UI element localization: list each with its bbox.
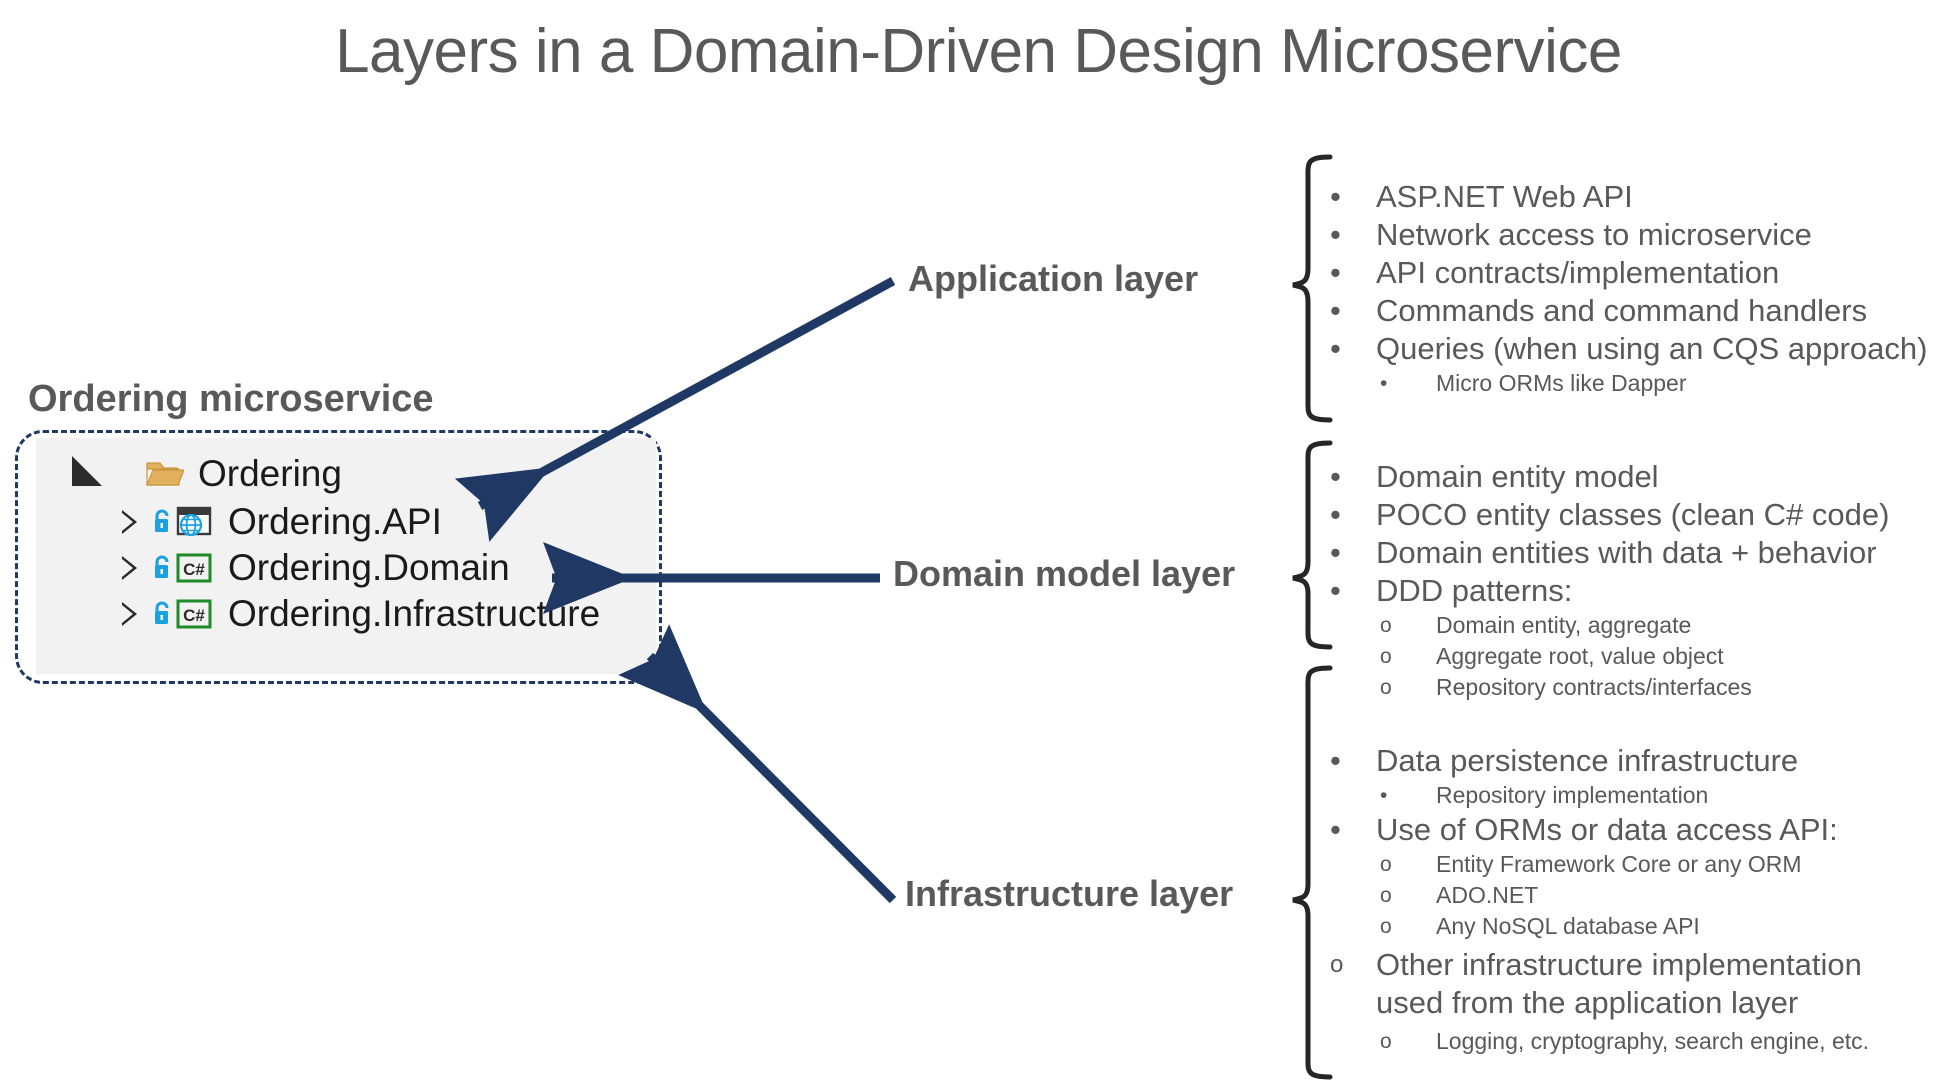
tree-item-ordering-domain[interactable]: C# Ordering.Domain — [120, 540, 510, 596]
bullet-marker: o — [1330, 951, 1344, 978]
bullet-list-domain-model: • Domain entity model • POCO entity clas… — [1330, 458, 1950, 703]
bullet-marker: o — [1380, 884, 1392, 907]
bullet-marker: o — [1380, 614, 1392, 637]
page-title: Layers in a Domain-Driven Design Microse… — [335, 17, 1622, 86]
bullet-marker: • — [1330, 255, 1341, 290]
csharp-project-icon: C# — [176, 551, 214, 585]
bullet-marker: • — [1330, 293, 1341, 328]
bullet-item: • API contracts/implementation — [1330, 254, 1950, 292]
bullet-text: ASP.NET Web API — [1376, 179, 1633, 214]
bullet-text: Domain entity model — [1376, 459, 1659, 494]
bullet-text: Logging, cryptography, search engine, et… — [1436, 1028, 1870, 1054]
tree-item-ordering[interactable]: Ordering — [72, 446, 342, 502]
tree-item-ordering-api[interactable]: Ordering.API — [120, 494, 442, 550]
bullet-marker: • — [1330, 497, 1341, 532]
brace-application-layer — [1292, 154, 1333, 423]
tree-item-label: Ordering.Infrastructure — [228, 593, 601, 634]
bullet-text: Other infrastructure implementation used… — [1376, 947, 1862, 1020]
bullet-text: Aggregate root, value object — [1436, 643, 1724, 669]
triangle-expanded-icon[interactable] — [72, 456, 102, 486]
bullet-text: Entity Framework Core or any ORM — [1436, 851, 1802, 877]
bullet-list-infrastructure: • Data persistence infrastructure • Repo… — [1330, 742, 1950, 1057]
bullet-text: Data persistence infrastructure — [1376, 743, 1799, 778]
folder-open-icon — [146, 457, 185, 491]
bullet-item: • DDD patterns: — [1330, 572, 1950, 610]
bullet-text: Use of ORMs or data access API: — [1376, 812, 1838, 847]
bullet-text: API contracts/implementation — [1376, 255, 1780, 290]
bullet-text: DDD patterns: — [1376, 573, 1573, 608]
bullet-text: Queries (when using an CQS approach) — [1376, 331, 1928, 366]
bullet-item: • Data persistence infrastructure — [1330, 742, 1950, 780]
bullet-item: • Network access to microservice — [1330, 216, 1950, 254]
web-api-project-icon — [176, 505, 214, 539]
arrow-to-ordering-infrastructure — [618, 624, 897, 904]
lock-icon — [152, 600, 172, 628]
bullet-marker: o — [1380, 1030, 1392, 1053]
brace-domain-model-layer — [1292, 440, 1333, 650]
layer-label-infrastructure: Infrastructure layer — [905, 873, 1234, 914]
layer-label-application: Application layer — [908, 258, 1199, 299]
bullet-text: ADO.NET — [1436, 882, 1539, 908]
bullet-item: o Aggregate root, value object — [1330, 641, 1950, 672]
bullet-marker: • — [1380, 784, 1388, 807]
bullet-marker: • — [1330, 743, 1341, 778]
tree-item-label: Ordering.Domain — [228, 547, 510, 588]
bullet-marker: • — [1380, 372, 1388, 395]
csharp-project-icon: C# — [176, 597, 214, 631]
bullet-marker: o — [1380, 676, 1392, 699]
bullet-marker: o — [1380, 915, 1392, 938]
bullet-item: • Use of ORMs or data access API: — [1330, 811, 1950, 849]
microservice-boundary-box — [15, 430, 662, 684]
bullet-marker: o — [1380, 645, 1392, 668]
bullet-marker: • — [1330, 535, 1341, 570]
bullet-text: Micro ORMs like Dapper — [1436, 370, 1687, 396]
bullet-text: Commands and command handlers — [1376, 293, 1868, 328]
bullet-item: o Entity Framework Core or any ORM — [1330, 849, 1950, 880]
bullet-text: POCO entity classes (clean C# code) — [1376, 497, 1890, 532]
bullet-marker: o — [1380, 853, 1392, 876]
bullet-item: • Queries (when using an CQS approach) — [1330, 330, 1950, 368]
bullet-item: • Micro ORMs like Dapper — [1330, 368, 1950, 399]
svg-text:C#: C# — [183, 560, 205, 579]
bullet-marker: • — [1330, 812, 1341, 847]
triangle-collapsed-icon[interactable] — [120, 602, 140, 626]
triangle-collapsed-icon[interactable] — [120, 510, 140, 534]
tree-item-label: Ordering — [198, 453, 342, 494]
bullet-marker: • — [1330, 179, 1341, 214]
bullet-item: • Commands and command handlers — [1330, 292, 1950, 330]
bullet-text: Any NoSQL database API — [1436, 913, 1700, 939]
triangle-collapsed-icon[interactable] — [120, 556, 140, 580]
bullet-item: o Logging, cryptography, search engine, … — [1330, 1026, 1950, 1057]
bullet-item: o Any NoSQL database API — [1330, 911, 1950, 942]
bullet-marker: • — [1330, 573, 1341, 608]
bullet-item: o Repository contracts/interfaces — [1330, 672, 1950, 703]
bullet-list-application: • ASP.NET Web API • Network access to mi… — [1330, 178, 1950, 399]
svg-text:C#: C# — [183, 606, 205, 625]
microservice-heading: Ordering microservice — [28, 378, 434, 420]
lock-icon — [152, 554, 172, 582]
bullet-text: Repository contracts/interfaces — [1436, 674, 1752, 700]
layer-label-domain-model: Domain model layer — [893, 553, 1236, 594]
tree-item-label: Ordering.API — [228, 501, 442, 542]
bullet-marker: • — [1330, 217, 1341, 252]
bullet-marker: • — [1330, 331, 1341, 366]
bullet-item: o Domain entity, aggregate — [1330, 610, 1950, 641]
bullet-text: Network access to microservice — [1376, 217, 1812, 252]
bullet-text: Domain entity, aggregate — [1436, 612, 1692, 638]
brace-infrastructure-layer — [1292, 665, 1333, 1080]
bullet-item: • Domain entities with data + behavior — [1330, 534, 1950, 572]
tree-item-ordering-infrastructure[interactable]: C# Ordering.Infrastructure — [120, 586, 600, 642]
bullet-item: • Domain entity model — [1330, 458, 1950, 496]
bullet-item: o ADO.NET — [1330, 880, 1950, 911]
bullet-text: Repository implementation — [1436, 782, 1709, 808]
lock-icon — [152, 508, 172, 536]
bullet-marker: • — [1330, 459, 1341, 494]
bullet-text: Domain entities with data + behavior — [1376, 535, 1877, 570]
bullet-item: o Other infrastructure implementation us… — [1330, 946, 1950, 1022]
bullet-item: • ASP.NET Web API — [1330, 178, 1950, 216]
bullet-item: • POCO entity classes (clean C# code) — [1330, 496, 1950, 534]
bullet-item: • Repository implementation — [1330, 780, 1950, 811]
